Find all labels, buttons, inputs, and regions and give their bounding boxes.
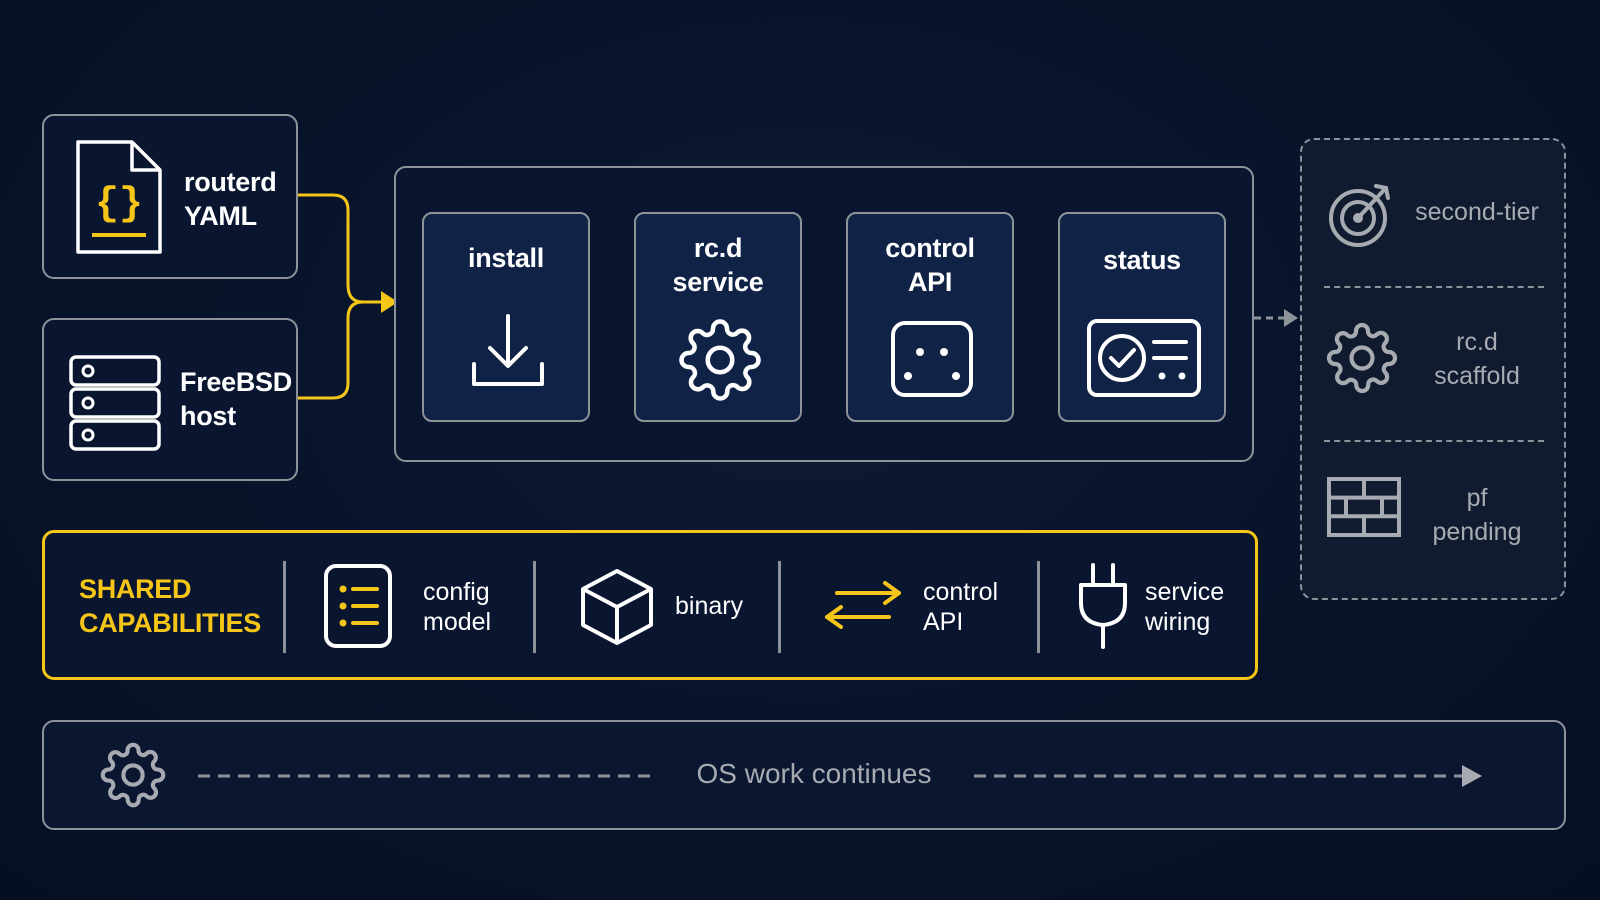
second-tier-label-line2: scaffold [1434,361,1520,390]
capability-label-line2: model [423,608,492,636]
plug-icon [1079,563,1127,649]
input-freebsd-host: FreeBSD host [42,318,298,481]
shared-capabilities-bar: SHARED CAPABILITIES config model binary … [42,530,1258,680]
shared-title-line1: SHARED [79,574,192,604]
os-work-label: OS work continues [696,758,932,789]
status-panel-icon [1087,319,1201,397]
second-tier-panel: second-tier rc.d scaffold pf pending [1300,138,1566,600]
stage-label-line1: status [1103,245,1181,275]
svg-text:{}: {} [95,182,143,227]
second-tier-label-line2: pending [1432,517,1522,546]
bidirectional-arrows-icon [825,581,901,629]
list-document-icon [324,564,392,648]
os-work-bar: OS work continues [42,720,1566,830]
stage-status: status [1058,212,1226,422]
divider [283,561,286,653]
capability-label-line1: control [923,578,999,606]
arrowhead-into-pipeline [381,291,398,313]
stage-rcd-service: rc.d service [634,212,802,422]
divider [1037,561,1040,653]
gear-icon [100,742,166,808]
json-file-icon: {} [76,140,162,254]
gear-icon [679,319,761,401]
cube-icon [581,569,653,645]
input-label-line2: host [180,400,236,431]
target-icon [1329,184,1390,247]
second-tier-label-line1: second-tier [1415,198,1539,226]
capability-label-line1: service [1145,578,1225,606]
stage-label-line2: service [672,266,764,297]
stage-label-line1: rc.d [693,233,743,263]
stage-label-line2: API [907,266,953,297]
capability-label-line1: binary [675,592,744,620]
firewall-brick-icon [1327,477,1401,537]
download-icon [472,314,544,386]
input-label-line1: routerd [184,167,277,197]
connector-host-to-pipeline [298,300,364,400]
divider [1324,440,1544,442]
divider [778,561,781,653]
stage-label-line1: install [468,243,544,273]
api-socket-icon [891,321,973,397]
input-label-line1: FreeBSD [180,367,292,397]
stage-control-api: control API [846,212,1014,422]
server-stack-icon [69,355,161,451]
input-label-line2: YAML [184,200,257,231]
second-tier-label-line1: rc.d [1456,328,1498,356]
capability-label-line1: config [423,578,490,606]
stage-install: install [422,212,590,422]
gear-icon [1326,322,1398,394]
dashed-timeline-arrow [198,765,1482,787]
second-tier-label-line1: pf [1466,484,1488,512]
capability-label-line2: wiring [1145,608,1211,636]
input-routerd-yaml: {} routerd YAML [42,114,298,279]
capability-label-line2: API [923,608,964,636]
connector-yaml-to-pipeline [298,193,382,304]
divider [1324,286,1544,288]
divider [533,561,536,653]
shared-title-line2: CAPABILITIES [79,607,261,638]
stage-label-line1: control [885,233,975,263]
